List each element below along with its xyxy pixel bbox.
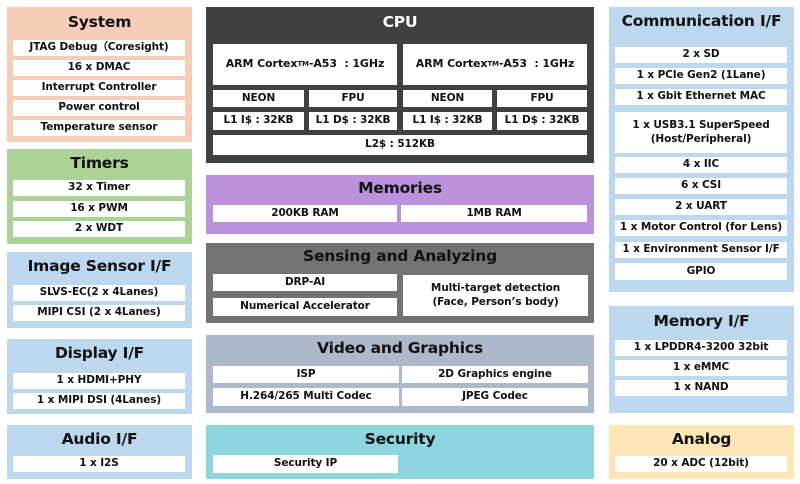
block-memories: Memories [206,175,594,234]
item-fpu: FPU [497,90,587,107]
block-title: Security [364,430,436,448]
item-power-control: Power control [13,100,185,116]
item-slvs-ec-2-x-4lanes: SLVS-EC(2 x 4Lanes) [13,285,185,301]
item-l2-512kb: L2$ : 512KB [213,135,587,155]
core-spec: -A53 : 1GHz [498,57,575,71]
item-neon: NEON [213,90,304,107]
block-title: System [67,13,132,31]
item-2-x-wdt: 2 x WDT [13,221,185,237]
item-multi-target-detection-face-person-s-body: Multi-target detection (Face, Person’s b… [403,275,588,316]
item-1-x-pcie-gen2-1lane: 1 x PCIe Gen2 (1Lane) [615,68,787,84]
item-20-x-adc-12bit: 20 x ADC (12bit) [615,456,787,472]
block-title: Video and Graphics [317,339,483,357]
item-2d-graphics-engine: 2D Graphics engine [402,366,588,383]
core-name: ARM Cortex [415,57,488,71]
core-spec: -A53 : 1GHz [308,57,385,71]
block-title: Memory I/F [653,312,750,330]
item-32-x-timer: 32 x Timer [13,180,185,196]
item-numerical-accelerator: Numerical Accelerator [213,298,397,316]
block-title: Communication I/F [621,12,782,30]
item-l1-i-32kb: L1 I$ : 32KB [403,112,492,130]
block-title: Memories [358,179,442,197]
item-temperature-sensor: Temperature sensor [13,120,185,136]
item-4-x-iic: 4 x IIC [615,157,787,173]
item-2-x-uart: 2 x UART [615,199,787,215]
item-l1-d-32kb: L1 D$ : 32KB [497,112,587,130]
block-title: Sensing and Analyzing [303,247,497,265]
item-2-x-sd: 2 x SD [615,47,787,63]
item-6-x-csi: 6 x CSI [615,178,787,194]
item-1-x-emmc: 1 x eMMC [615,360,787,376]
item-1-x-i2s: 1 x I2S [13,456,185,472]
item-1-x-lpddr4-3200-32bit: 1 x LPDDR4-3200 32bit [615,340,787,356]
block-title: Timers [70,154,129,172]
item-1-x-nand: 1 x NAND [615,380,787,396]
item-security-ip: Security IP [213,455,398,473]
trademark: TM [297,59,309,68]
block-title: Display I/F [54,344,145,362]
item-h-264-265-multi-codec: H.264/265 Multi Codec [213,388,399,406]
item-16-x-dmac: 16 x DMAC [13,60,185,76]
item-mipi-csi-2-x-4lanes: MIPI CSI (2 x 4Lanes) [13,305,185,321]
item-fpu: FPU [309,90,397,107]
item-1-x-gbit-ethernet-mac: 1 x Gbit Ethernet MAC [615,89,787,105]
item-l1-d-32kb: L1 D$ : 32KB [309,112,397,130]
item-1-x-motor-control-for-lens: 1 x Motor Control (for Lens) [615,220,787,236]
item-1-x-hdmi-phy: 1 x HDMI+PHY [13,373,185,389]
item-neon: NEON [403,90,492,107]
item-isp: ISP [213,366,399,383]
item-1-x-usb3-1-superspeed-host-peripheral: 1 x USB3.1 SuperSpeed (Host/Peripheral) [615,112,787,153]
trademark: TM [487,59,499,68]
item-16-x-pwm: 16 x PWM [13,201,185,217]
block-title: CPU [382,13,418,31]
item-1-x-environment-sensor-i-f: 1 x Environment Sensor I/F [615,242,787,258]
item-drp-ai: DRP-AI [213,274,397,291]
block-title: Image Sensor I/F [27,257,172,275]
item-200kb-ram: 200KB RAM [213,205,397,222]
item-jpeg-codec: JPEG Codec [402,388,588,406]
item-gpio: GPIO [615,263,787,280]
block-title: Audio I/F [61,430,138,448]
item-1-x-mipi-dsi-4lanes: 1 x MIPI DSI (4Lanes) [13,393,185,409]
core-name: ARM Cortex [225,57,298,71]
item-interrupt-controller: Interrupt Controller [13,80,185,96]
item-jtag-debug-coresight: JTAG Debug（Coresight) [13,40,185,56]
block-title: Analog [671,430,732,448]
item-l1-i-32kb: L1 I$ : 32KB [213,112,304,130]
item-1mb-ram: 1MB RAM [401,205,587,222]
